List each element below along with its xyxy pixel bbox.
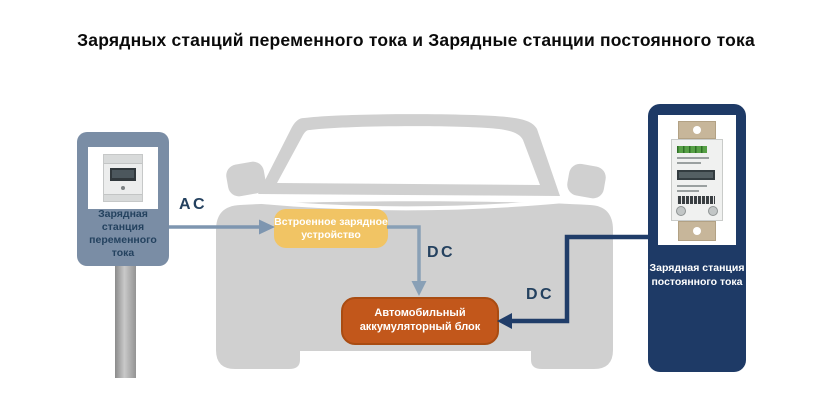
ac-charging-station: Зарядная станция переменного тока [77,132,169,266]
external-dc-flow-label: DC [526,286,555,303]
dc-charging-station: Зарядная станция постоянного тока [648,104,746,372]
car-mirror-right [567,163,606,199]
energy-meter-icon [671,121,723,241]
ac-station-label: Зарядная станция переменного тока [89,208,157,260]
page-title: Зарядных станций переменного тока и Заря… [77,30,755,50]
ac-station-pole [115,264,136,378]
onboard-charger-box: Встроенное зарядное устройство [274,209,388,248]
dc-meter-photo [658,115,736,245]
dc-station-label: Зарядная станция постоянного тока [649,262,745,288]
battery-pack-label: Автомобильный аккумуляторный блок [359,307,481,333]
car-mirror-left [226,161,266,197]
battery-pack-box: Автомобильный аккумуляторный блок [341,297,499,345]
onboard-charger-label: Встроенное зарядное устройство [274,216,388,241]
ac-meter-photo [88,147,158,209]
ac-flow-label: AC [179,196,208,213]
car-glasshouse [258,114,560,196]
car-hood-line [261,197,586,211]
energy-meter-icon [103,154,143,202]
internal-dc-flow-label: DC [427,244,456,261]
